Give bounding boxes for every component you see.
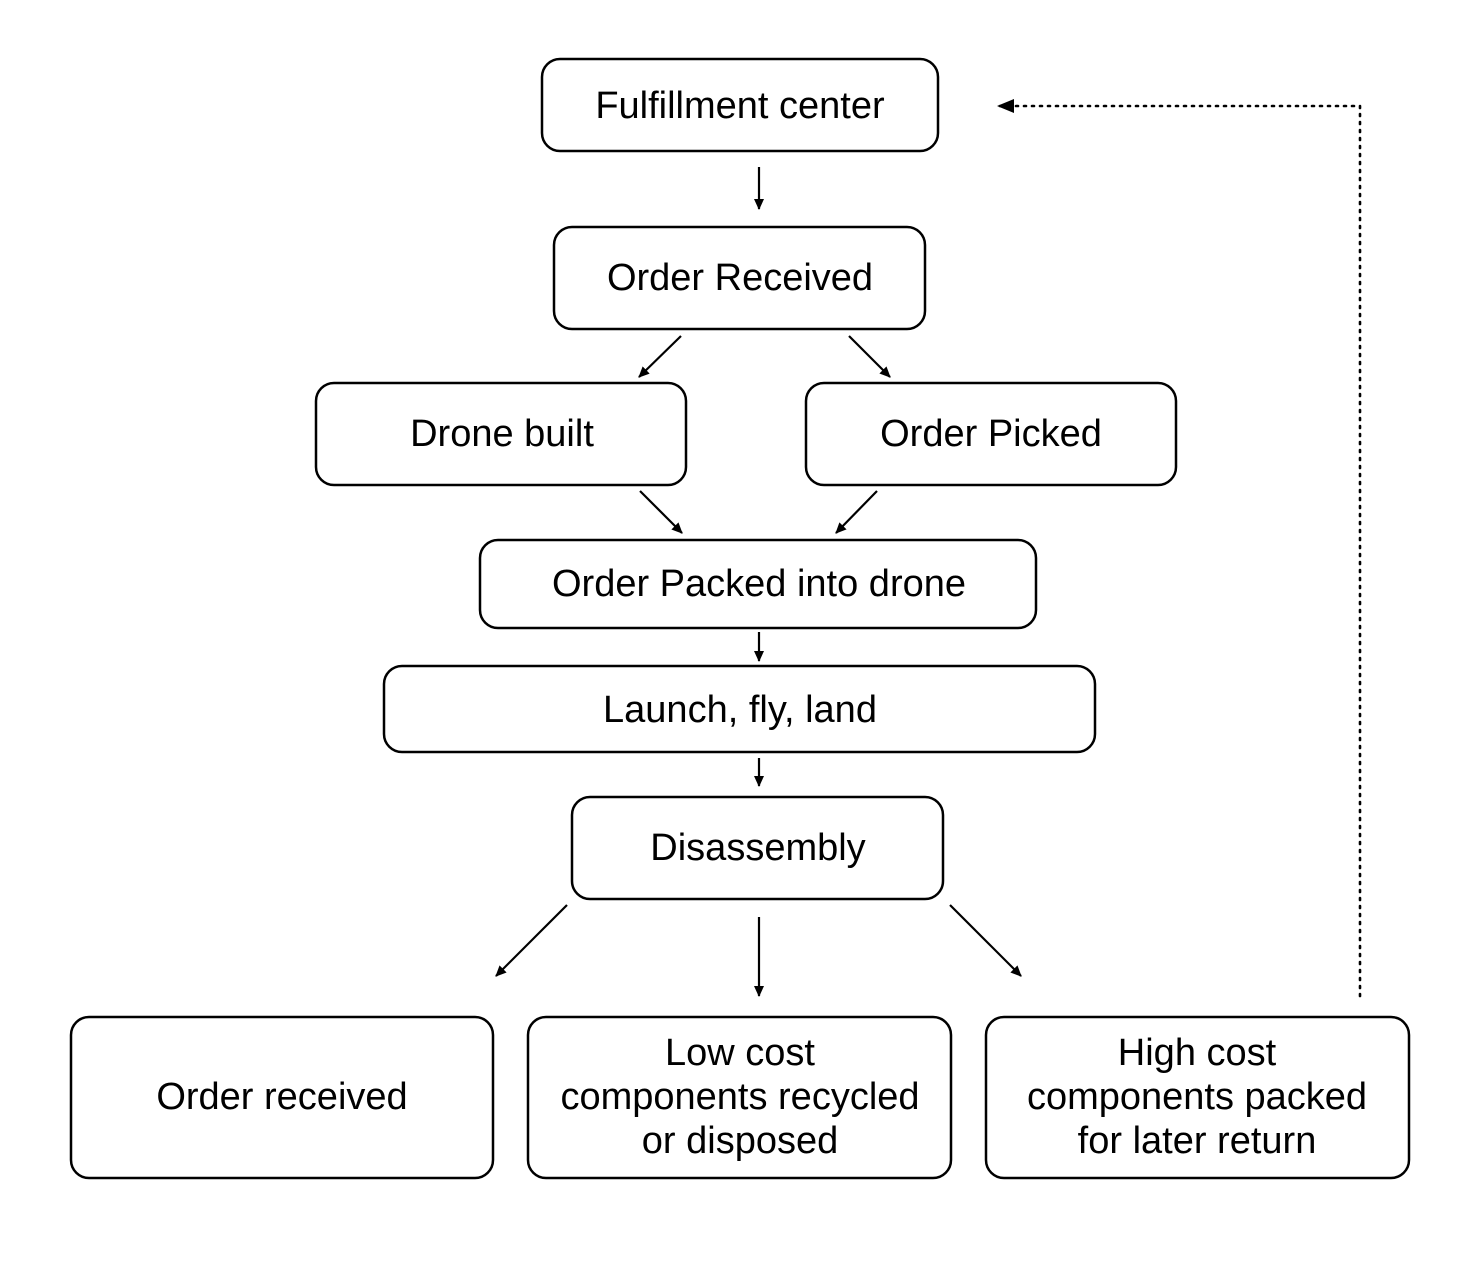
node-order-received-bottom-label: Order received xyxy=(156,1076,407,1118)
node-launch-fly-land: Launch, fly, land xyxy=(382,664,1097,754)
node-low-cost-line-2: components recycled xyxy=(560,1076,919,1118)
node-high-cost-components: High cost components packed for later re… xyxy=(984,1015,1411,1180)
node-launch-fly-land-label: Launch, fly, land xyxy=(603,689,877,731)
node-low-cost-line-1: Low cost xyxy=(665,1032,815,1074)
node-disassembly: Disassembly xyxy=(570,795,945,901)
edges xyxy=(495,99,1362,998)
node-low-cost-line-3: or disposed xyxy=(642,1120,838,1162)
node-drone-built-label: Drone built xyxy=(410,413,594,455)
node-order-received-bottom: Order received xyxy=(69,1015,495,1180)
node-high-cost-line-3: for later return xyxy=(1078,1120,1317,1162)
edge-order-received-to-order-picked xyxy=(848,335,891,378)
node-order-picked: Order Picked xyxy=(804,381,1178,487)
node-fulfillment-center: Fulfillment center xyxy=(540,57,940,153)
node-order-packed-label: Order Packed into drone xyxy=(552,563,966,605)
node-order-packed: Order Packed into drone xyxy=(478,538,1038,630)
node-low-cost-components: Low cost components recycled or disposed xyxy=(526,1015,953,1180)
edge-order-received-to-drone-built xyxy=(638,335,682,378)
node-drone-built: Drone built xyxy=(314,381,688,487)
node-order-received-top: Order Received xyxy=(552,225,927,331)
node-disassembly-label: Disassembly xyxy=(650,827,865,869)
node-order-picked-label: Order Picked xyxy=(880,413,1102,455)
node-order-received-top-label: Order Received xyxy=(607,257,873,299)
node-high-cost-line-1: High cost xyxy=(1118,1032,1277,1074)
edge-disassembly-to-high-cost xyxy=(949,904,1022,977)
edge-order-picked-to-order-packed xyxy=(835,490,878,534)
edge-disassembly-to-order-received xyxy=(495,904,568,977)
edge-high-cost-return-to-fulfillment xyxy=(996,99,1362,998)
node-high-cost-line-2: components packed xyxy=(1027,1076,1367,1118)
node-fulfillment-center-label: Fulfillment center xyxy=(595,85,885,127)
edge-drone-built-to-order-packed xyxy=(639,490,683,534)
